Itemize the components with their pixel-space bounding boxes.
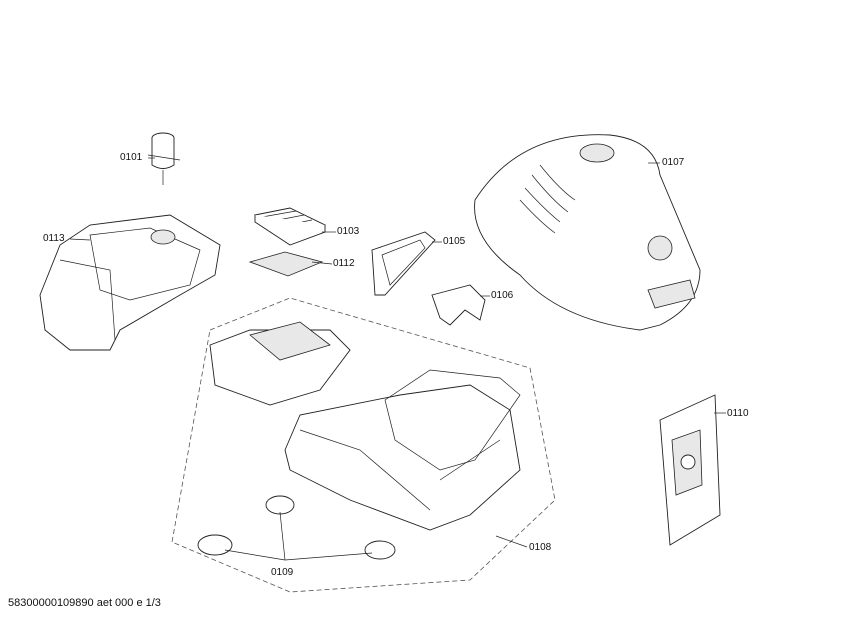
label-0106[interactable]: 0106 — [491, 290, 514, 301]
part-0105-frame — [371, 231, 436, 296]
label-0108[interactable]: 0108 — [529, 542, 552, 553]
label-0109[interactable]: 0109 — [271, 567, 294, 578]
part-0110-bag — [659, 394, 721, 546]
label-0101[interactable]: 0101 — [120, 152, 143, 163]
part-0113-housing — [39, 214, 221, 351]
label-0110[interactable]: 0110 — [727, 408, 749, 419]
part-0109-wheels — [197, 495, 396, 561]
part-0112-pad — [248, 251, 324, 277]
part-0107-cover — [474, 134, 701, 331]
leader-lines — [69, 157, 726, 548]
label-0105[interactable]: 0105 — [443, 236, 466, 247]
part-0108-base — [209, 321, 521, 531]
assembly-boundary-0108 — [171, 297, 556, 593]
part-0103-filter — [253, 207, 327, 246]
part-0106-clip — [431, 284, 486, 326]
label-0107[interactable]: 0107 — [662, 157, 685, 168]
label-0113[interactable]: 0113 — [43, 233, 65, 244]
drawing-number-footer: 58300000109890 aet 000 e 1/3 — [8, 597, 161, 609]
part-0101-knob — [147, 132, 181, 185]
label-0103[interactable]: 0103 — [337, 226, 360, 237]
label-0112[interactable]: 0112 — [333, 258, 355, 269]
